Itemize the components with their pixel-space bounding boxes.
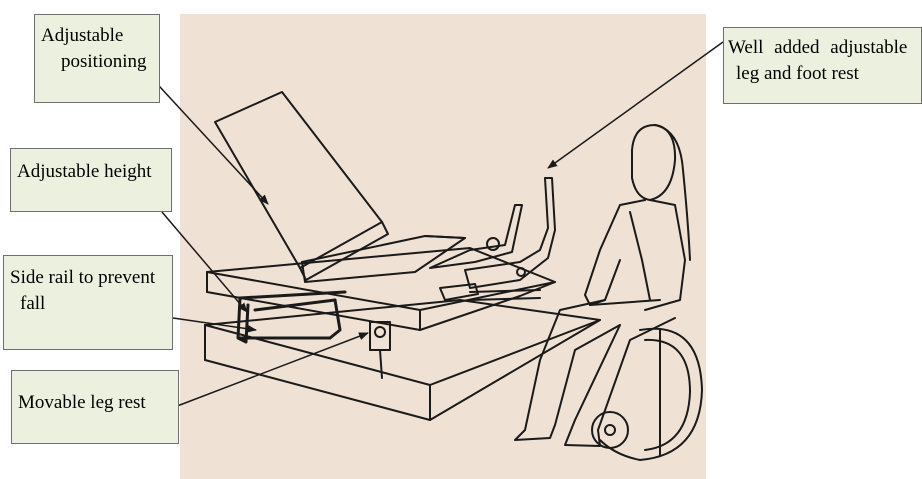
- callout-foot-rest: Well added adjustable leg and foot rest: [723, 27, 922, 104]
- callout-adjustable-positioning-line1: Adjustable: [41, 23, 153, 49]
- bed-leg-section: [302, 236, 465, 282]
- leader-adjustable-height: [162, 212, 247, 312]
- callout-foot-rest-line2: leg and foot rest: [728, 61, 917, 87]
- woman-in-wheelchair: [515, 125, 702, 460]
- callout-movable-leg-rest-text: Movable leg rest: [18, 390, 172, 416]
- callout-adjustable-height-text: Adjustable height: [17, 159, 165, 185]
- callout-adjustable-positioning: Adjustable positioning: [34, 14, 160, 103]
- callout-foot-rest-line1: Well added adjustable: [728, 35, 917, 61]
- callout-adjustable-positioning-line2: positioning: [41, 49, 153, 75]
- callout-side-rail: Side rail to prevent fall: [3, 255, 173, 350]
- leader-foot-rest: [548, 42, 723, 168]
- callout-side-rail-line1: Side rail to prevent: [10, 265, 166, 291]
- callout-side-rail-line2: fall: [10, 291, 166, 317]
- callout-movable-leg-rest: Movable leg rest: [11, 370, 179, 444]
- leader-movable-leg-rest: [172, 333, 368, 408]
- bed-backrest: [215, 92, 388, 280]
- bed-mattress: [207, 248, 555, 330]
- callout-adjustable-height: Adjustable height: [10, 148, 172, 212]
- foot-rest: [430, 178, 555, 300]
